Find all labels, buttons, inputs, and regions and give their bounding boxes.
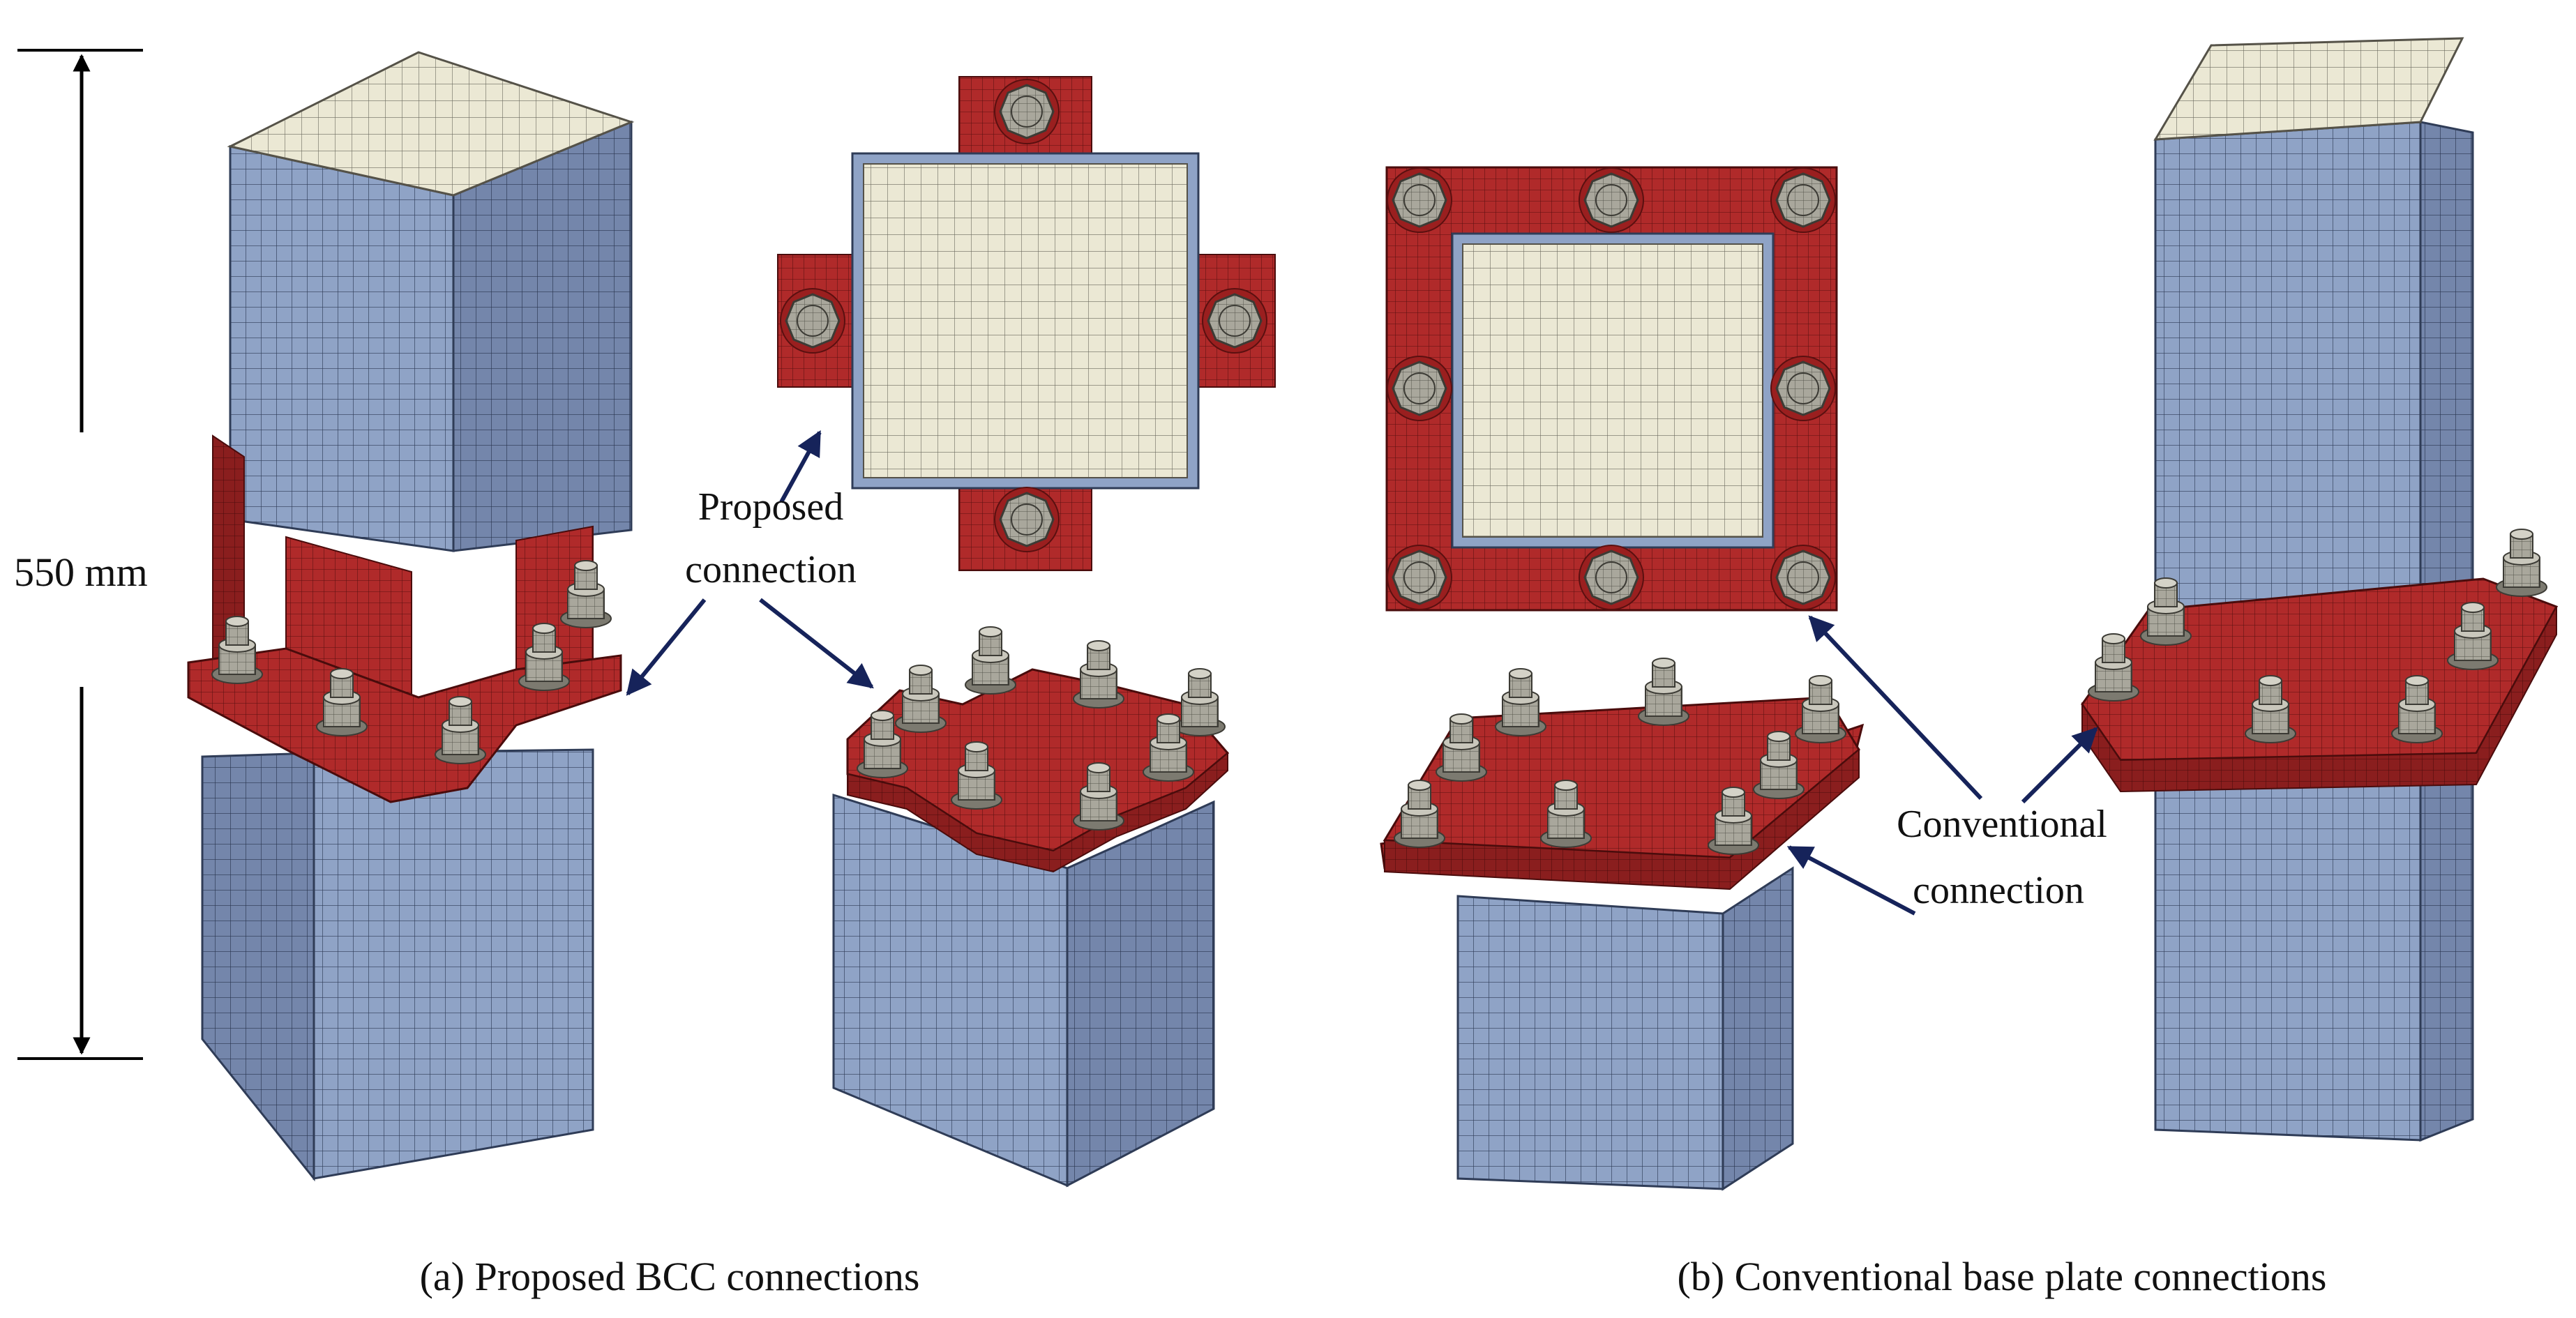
bolt-icon — [1073, 640, 1124, 709]
column-a-proposed-3d — [187, 51, 635, 1182]
arrow-conventional-to-stub — [1786, 845, 1916, 916]
stub-a-side — [1066, 800, 1215, 1188]
proposed-connection-label-line2: connection — [685, 548, 857, 591]
arrow-proposed-to-column — [626, 598, 707, 696]
column-a-lower-side — [312, 748, 594, 1180]
bolt-icon — [1386, 544, 1453, 611]
bolt-icon — [779, 287, 846, 354]
bolt-icon — [965, 626, 1016, 695]
bolt-icon — [1795, 675, 1846, 743]
arrow-conventional-to-plan — [1808, 615, 1983, 801]
dimension-550mm: 550 mm — [14, 49, 148, 1060]
column-a-lower-front — [201, 752, 315, 1182]
caption-a: (a) Proposed BCC connections — [420, 1254, 920, 1299]
stub-b-conventional-3d — [1380, 658, 1865, 1191]
stub-a-plate-edge — [847, 751, 1228, 873]
bolt-icon — [993, 486, 1060, 553]
conventional-connection-label-line2: connection — [1913, 869, 2084, 912]
plan-a-proposed — [777, 76, 1276, 571]
bolt-icon — [1770, 544, 1837, 611]
arrow-conventional-to-column — [2021, 727, 2098, 804]
arrow-proposed-to-plan — [779, 430, 822, 503]
stub-b-front — [1456, 895, 1724, 1190]
bolt-icon — [1174, 668, 1226, 736]
bolt-icon — [1770, 167, 1837, 234]
bolt-icon — [1386, 355, 1453, 422]
column-a-top-concrete — [227, 51, 635, 197]
bolt-icon — [993, 78, 1060, 145]
caption-b: (b) Conventional base plate connections — [1678, 1254, 2327, 1299]
stub-b-side — [1722, 866, 1794, 1191]
bolt-icon — [1578, 167, 1645, 234]
column-a-upper-front — [229, 145, 455, 552]
plan-a-concrete-core — [863, 163, 1188, 478]
column-b-conventional-3d — [2081, 37, 2559, 1142]
conventional-connection-label-line1: Conventional — [1897, 803, 2107, 846]
bolt-icon — [1495, 668, 1546, 736]
callout-arrows — [626, 430, 2098, 916]
bolt-icon — [1578, 544, 1645, 611]
plan-b-concrete-core — [1462, 243, 1763, 538]
bolt-icon — [1201, 287, 1268, 354]
column-a-connection-plate — [187, 647, 622, 803]
bolt-icon — [1386, 167, 1453, 234]
plan-b-conventional — [1385, 166, 1838, 612]
stub-a-proposed-3d — [832, 626, 1230, 1188]
bolt-icon — [1638, 658, 1689, 726]
dimension-label: 550 mm — [14, 550, 148, 595]
bolt-icon — [2496, 529, 2547, 597]
proposed-connection-label-line1: Proposed — [698, 485, 843, 529]
bolt-icon — [895, 665, 947, 733]
bolt-icon — [1770, 355, 1837, 422]
column-a-upper-side — [452, 120, 633, 552]
column-b-top-concrete — [2153, 37, 2464, 141]
arrow-proposed-to-stub — [759, 598, 874, 689]
column-b-plate-edge — [2081, 606, 2557, 793]
